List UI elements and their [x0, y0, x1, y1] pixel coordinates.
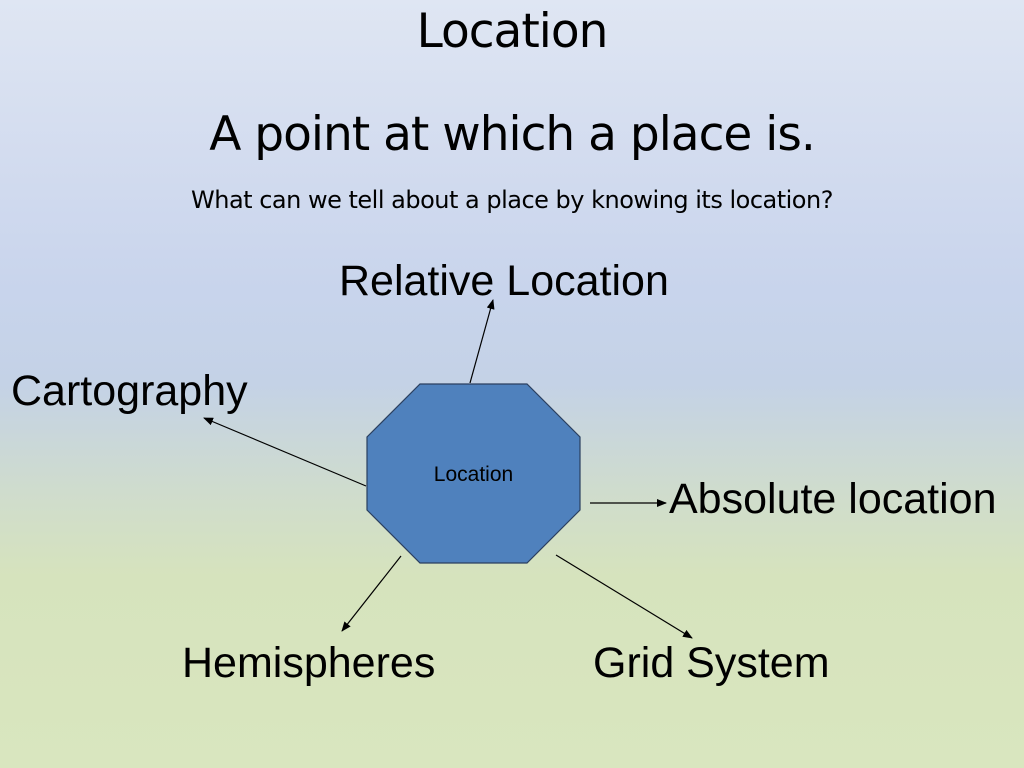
absolute-location-label: Absolute location: [669, 475, 997, 523]
arrow-to-hemispheres: [341, 555, 402, 632]
cartography-label: Cartography: [11, 367, 248, 415]
arrow-to-grid-system: [555, 554, 693, 639]
relative-location-label: Relative Location: [339, 257, 669, 305]
hemispheres-label: Hemispheres: [182, 639, 436, 687]
slide-subtitle: A point at which a place is.: [209, 107, 816, 162]
center-octagon-shape: [366, 383, 581, 564]
slide-question: What can we tell about a place by knowin…: [191, 186, 833, 214]
grid-system-label: Grid System: [593, 639, 830, 687]
arrow-to-cartography: [203, 417, 367, 487]
arrow-to-relative-location: [469, 299, 495, 384]
center-node-label: Location: [433, 463, 514, 486]
slide-title: Location: [416, 4, 609, 59]
